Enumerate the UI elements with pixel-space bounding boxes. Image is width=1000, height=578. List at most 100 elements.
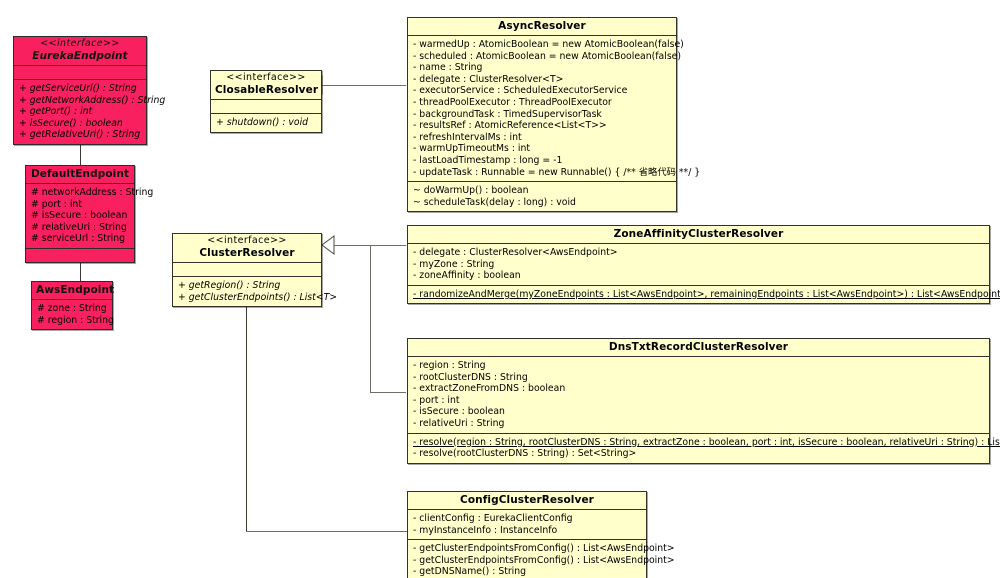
attribute-item: # region : String	[37, 314, 114, 326]
operations-compartment-eureka-endpoint: + getServiceUrl() : String + getNetworkA…	[14, 78, 166, 144]
class-box-zone-affinity-cluster-resolver[interactable]: ZoneAffinityClusterResolver - delegate :…	[407, 225, 1000, 305]
class-box-aws-endpoint[interactable]: AwsEndpoint # zone : String # region : S…	[31, 281, 115, 331]
class-name-label: AsyncResolver	[498, 20, 586, 32]
operation-item: + getRelativeUri() : String	[19, 129, 141, 141]
attribute-item: - warmedUp : AtomicBoolean = new AtomicB…	[413, 39, 684, 51]
operations-compartment-zone-affinity: - randomizeAndMerge(myZoneEndpoints : Li…	[408, 284, 1000, 304]
attribute-item: - updateTask : Runnable = new Runnable()…	[413, 166, 701, 178]
operation-item: + getRegion() : String	[178, 279, 281, 291]
class-box-async-resolver[interactable]: AsyncResolver - warmedUp : AtomicBoolean…	[407, 17, 701, 213]
class-name-label: ClusterResolver	[199, 246, 295, 259]
class-name-label: ZoneAffinityClusterResolver	[613, 228, 784, 240]
operation-item: + getPort() : int	[19, 106, 93, 118]
class-header-closable-resolver: <<interface>> ClosableResolver	[211, 71, 321, 100]
attribute-item: - refreshIntervalMs : int	[413, 131, 522, 143]
operation-item: + getServiceUrl() : String	[19, 82, 137, 94]
attribute-item: - port : int	[413, 394, 460, 406]
class-header-cluster-resolver: <<interface>> ClusterResolver	[173, 234, 321, 263]
class-name-label: ClosableResolver	[215, 83, 319, 96]
edge-cluster-branch-vertical	[370, 245, 371, 392]
operations-compartment-dns-txt-record: - resolve(region : String, rootClusterDN…	[408, 432, 1000, 463]
class-header-async-resolver: AsyncResolver	[408, 18, 676, 37]
attribute-item: - scheduled : AtomicBoolean = new Atomic…	[413, 50, 682, 62]
attribute-item: - lastLoadTimestamp : long = -1	[413, 155, 563, 166]
attribute-item: - zoneAffinity : boolean	[413, 270, 521, 282]
class-header-zone-affinity-cluster-resolver: ZoneAffinityClusterResolver	[408, 226, 989, 245]
attributes-compartment-cluster-resolver	[173, 263, 321, 276]
attribute-item: - myZone : String	[413, 258, 495, 270]
operation-item: + shutdown() : void	[216, 116, 309, 128]
attribute-item: - region : String	[413, 360, 486, 372]
edge-dns-branch-horizontal	[370, 392, 406, 393]
class-box-dns-txt-record-cluster-resolver[interactable]: DnsTxtRecordClusterResolver - region : S…	[407, 338, 1000, 464]
attribute-item: - resultsRef : AtomicReference<List<T>>	[413, 120, 607, 132]
operation-item: ~ scheduleTask(delay : long) : void	[413, 196, 576, 208]
attribute-item: # relativeUri : String	[31, 221, 127, 233]
attribute-item: - rootClusterDNS : String	[413, 371, 528, 383]
operations-compartment-closable-resolver: + shutdown() : void	[211, 112, 321, 132]
operation-item: - getClusterEndpointsFromConfig() : List…	[413, 554, 675, 566]
attributes-compartment-eureka-endpoint	[14, 66, 146, 79]
attributes-compartment-dns-txt-record: - region : String - rootClusterDNS : Str…	[408, 357, 989, 433]
operations-compartment-config-cluster-resolver: - getClusterEndpointsFromConfig() : List…	[408, 539, 675, 578]
operation-item: - getClusterEndpointsFromConfig() : List…	[413, 543, 675, 555]
operation-item: - resolve(region : String, rootClusterDN…	[413, 436, 1000, 448]
operation-item: - getDNSName() : String	[413, 566, 527, 578]
attribute-item: - delegate : ClusterResolver<AwsEndpoint…	[413, 247, 618, 259]
operations-compartment-async-resolver: ~ doWarmUp() : boolean ~ scheduleTask(de…	[408, 181, 676, 211]
stereotype-label: <<interface>>	[207, 235, 287, 246]
attribute-item: - extractZoneFromDNS : boolean	[413, 383, 566, 395]
operation-item: + isSecure() : boolean	[19, 117, 123, 129]
edge-async-to-closable	[322, 85, 406, 86]
attributes-compartment-config-cluster-resolver: - clientConfig : EurekaClientConfig - my…	[408, 510, 646, 539]
class-name-label: EurekaEndpoint	[32, 49, 128, 62]
attribute-item: - threadPoolExecutor : ThreadPoolExecuto…	[413, 97, 612, 109]
attributes-compartment-zone-affinity: - delegate : ClusterResolver<AwsEndpoint…	[408, 244, 989, 285]
attribute-item: # zone : String	[37, 303, 107, 315]
class-header-config-cluster-resolver: ConfigClusterResolver	[408, 492, 646, 511]
attributes-compartment-default-endpoint: # networkAddress : String # port : int #…	[26, 184, 154, 248]
attributes-compartment-async-resolver: - warmedUp : AtomicBoolean = new AtomicB…	[408, 36, 701, 181]
class-header-dns-txt-record-cluster-resolver: DnsTxtRecordClusterResolver	[408, 339, 989, 358]
operation-item: - resolve(rootClusterDNS : String) : Set…	[413, 448, 637, 460]
attribute-item: # networkAddress : String	[31, 187, 154, 199]
class-box-config-cluster-resolver[interactable]: ConfigClusterResolver - clientConfig : E…	[407, 491, 675, 578]
operation-item: + getNetworkAddress() : String	[19, 94, 166, 106]
class-name-label: DefaultEndpoint	[30, 168, 130, 180]
edge-config-vertical	[246, 294, 247, 532]
attribute-item: - relativeUri : String	[413, 418, 505, 430]
operation-item: - randomizeAndMerge(myZoneEndpoints : Li…	[413, 288, 1000, 300]
attribute-item: - clientConfig : EurekaClientConfig	[413, 513, 573, 525]
class-box-closable-resolver[interactable]: <<interface>> ClosableResolver + shutdow…	[210, 70, 322, 133]
class-box-eureka-endpoint[interactable]: <<interface>> EurekaEndpoint + getServic…	[13, 36, 166, 145]
attribute-item: - delegate : ClusterResolver<T>	[413, 73, 564, 85]
class-header-eureka-endpoint: <<interface>> EurekaEndpoint	[14, 37, 146, 66]
attribute-item: - executorService : ScheduledExecutorSer…	[413, 85, 628, 97]
class-name-label: DnsTxtRecordClusterResolver	[608, 341, 789, 353]
class-name-label: ConfigClusterResolver	[460, 494, 594, 506]
stereotype-label: <<interface>>	[40, 38, 120, 49]
attribute-item: # serviceUrl : String	[31, 233, 126, 245]
attributes-compartment-closable-resolver	[211, 100, 321, 113]
class-name-label: AwsEndpoint	[36, 284, 115, 296]
realization-arrow-cluster-resolver-right	[321, 235, 335, 255]
attributes-compartment-aws-endpoint: # zone : String # region : String	[32, 300, 114, 329]
attribute-item: # port : int	[31, 198, 82, 210]
class-header-default-endpoint: DefaultEndpoint	[26, 166, 134, 185]
class-box-cluster-resolver[interactable]: <<interface>> ClusterResolver + getRegio…	[172, 233, 338, 308]
edge-config-horizontal	[246, 531, 407, 532]
class-header-aws-endpoint: AwsEndpoint	[32, 282, 115, 301]
edge-default-to-eureka	[80, 143, 81, 165]
operation-item: + getClusterEndpoints() : List<T>	[178, 291, 338, 303]
operation-item: ~ doWarmUp() : boolean	[413, 185, 529, 197]
attribute-item: - myInstanceInfo : InstanceInfo	[413, 524, 558, 536]
operations-compartment-cluster-resolver: + getRegion() : String + getClusterEndpo…	[173, 275, 338, 306]
operations-compartment-default-endpoint	[26, 248, 134, 262]
attribute-item: - warmUpTimeoutMs : int	[413, 143, 531, 155]
attribute-item: - isSecure : boolean	[413, 406, 505, 418]
stereotype-label: <<interface>>	[226, 72, 306, 83]
class-box-default-endpoint[interactable]: DefaultEndpoint # networkAddress : Strin…	[25, 165, 154, 264]
attribute-item: # isSecure : boolean	[31, 210, 128, 222]
attribute-item: - backgroundTask : TimedSupervisorTask	[413, 108, 602, 120]
